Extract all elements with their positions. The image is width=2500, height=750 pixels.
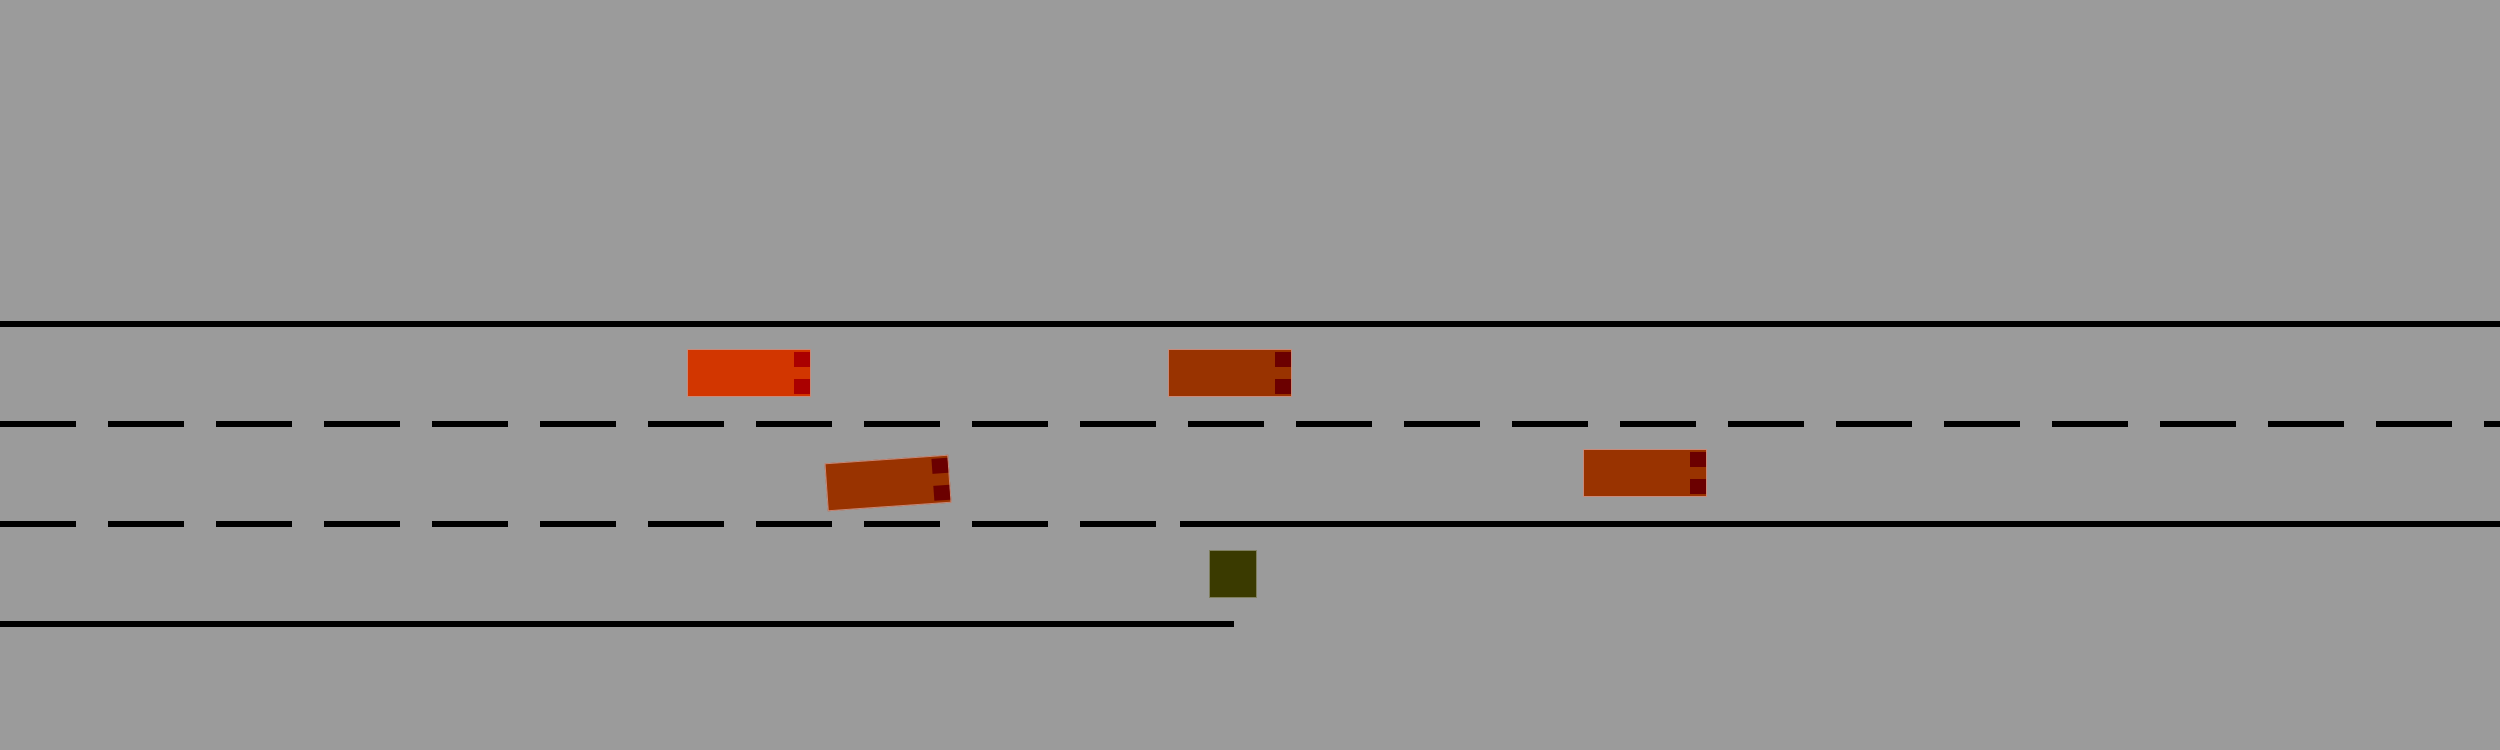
lane-divider-2-solid [1180, 521, 2500, 527]
lane-divider-2 [0, 521, 1190, 527]
tail-light [1275, 379, 1291, 394]
merge-lane-bottom-edge [0, 621, 1234, 627]
tail-light [1690, 479, 1706, 494]
vehicle [1583, 449, 1707, 497]
vehicle [1168, 349, 1292, 397]
tail-light [931, 457, 949, 474]
vehicle [824, 454, 952, 512]
tail-light [1275, 352, 1291, 367]
lane-divider-1 [0, 421, 2500, 427]
vehicle-ego [687, 349, 811, 397]
tail-light [794, 379, 810, 394]
tail-light [933, 484, 951, 501]
obstacle [1209, 550, 1257, 598]
tail-light [794, 352, 810, 367]
tail-light [1690, 452, 1706, 467]
road-top-edge [0, 321, 2500, 327]
